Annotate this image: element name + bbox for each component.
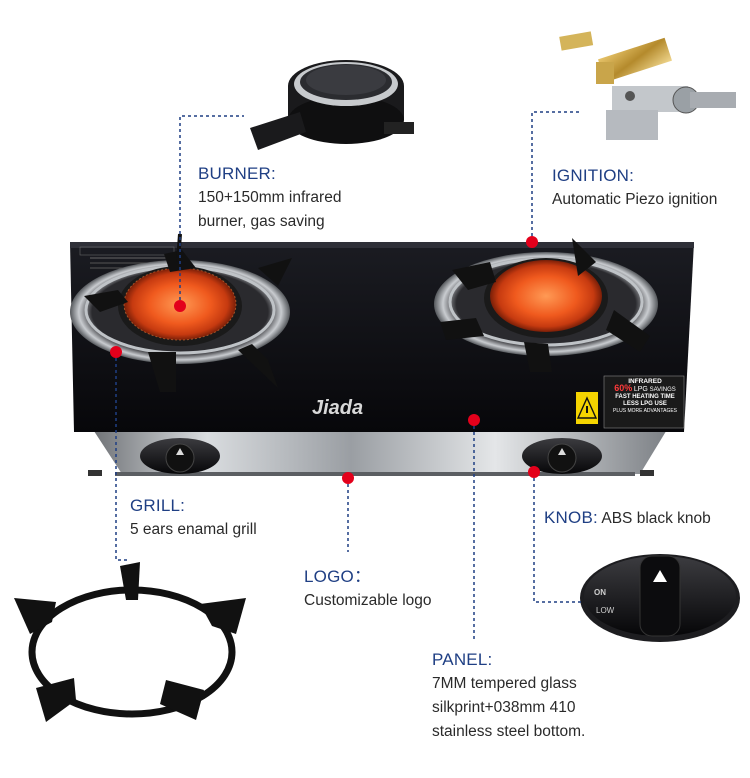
sticker-line2-group: 60% LPG SAVINGS — [606, 383, 684, 394]
ignition-valve-image — [559, 31, 736, 140]
grill-callout: GRILL: 5 ears enamal grill — [130, 496, 257, 542]
burner-title: BURNER — [198, 164, 271, 183]
ignition-desc: Automatic Piezo ignition — [552, 191, 718, 208]
panel-desc-line2: silkprint+038mm 410 — [432, 699, 576, 716]
burner-desc-line1: 150+150mm infrared — [198, 189, 342, 206]
panel-callout: PANEL: 7MM tempered glass silkprint+038m… — [432, 650, 585, 744]
logo-callout: LOGO： Customizable logo — [304, 562, 432, 613]
panel-title: PANEL — [432, 650, 488, 669]
knob-desc: ABS black knob — [597, 510, 711, 527]
logo-sep: ： — [353, 567, 372, 586]
ignition-title: IGNITION — [552, 166, 630, 185]
ignition-callout: IGNITION: Automatic Piezo ignition — [552, 166, 717, 212]
knob-on-label: ON — [594, 588, 606, 597]
brand-logo: Jiada — [312, 397, 363, 419]
knob-closeup-image — [580, 554, 740, 642]
ignition-title-row: IGNITION: — [552, 166, 717, 186]
sticker-line3: FAST HEATING TIME — [615, 394, 675, 400]
knob-sep: : — [592, 508, 598, 527]
callout-lines — [115, 111, 582, 642]
knob-title: KNOB — [544, 508, 593, 527]
infrared-sticker — [576, 375, 685, 429]
burner-desc-line2: burner, gas saving — [198, 213, 325, 230]
grill-desc: 5 ears enamal grill — [130, 521, 257, 538]
right-knob — [522, 438, 602, 474]
logo-desc: Customizable logo — [304, 592, 432, 609]
sticker-line2: 60% — [614, 383, 633, 393]
panel-desc-line1: 7MM tempered glass — [432, 675, 577, 692]
sticker-text: INFRARED 60% LPG SAVINGS FAST HEATING TI… — [606, 378, 684, 415]
panel-title-row: PANEL: — [432, 650, 585, 670]
logo-title-row: LOGO： — [304, 562, 432, 587]
sticker-line1: INFRARED — [628, 378, 662, 385]
callout-markers — [110, 236, 540, 484]
grill-title: GRILL — [130, 496, 181, 515]
sticker-line4: LESS LPG USE — [623, 401, 667, 407]
sticker-line5: PLUS MORE ADVANTAGES — [613, 408, 677, 414]
sticker-line2b: LPG — [633, 386, 648, 393]
logo-title: LOGO — [304, 567, 354, 586]
burner-callout: BURNER: 150+150mm infrared burner, gas s… — [198, 164, 341, 234]
left-knob — [140, 438, 220, 474]
steel-body — [88, 428, 668, 476]
burner-part-image — [250, 60, 414, 150]
knob-callout: KNOB: ABS black knob — [544, 508, 711, 528]
panel-sep: : — [487, 650, 493, 669]
knob-low-label: LOW — [596, 606, 615, 615]
grill-sep: : — [180, 496, 186, 515]
panel-desc-line3: stainless steel bottom. — [432, 723, 586, 740]
grill-title-row: GRILL: — [130, 496, 257, 516]
burner-sep: : — [271, 164, 276, 183]
right-burner — [434, 238, 658, 372]
grill-part-image — [14, 562, 246, 722]
burner-title-row: BURNER: — [198, 164, 341, 184]
sticker-line2c: SAVINGS — [649, 387, 676, 393]
ignition-sep: : — [629, 166, 635, 185]
